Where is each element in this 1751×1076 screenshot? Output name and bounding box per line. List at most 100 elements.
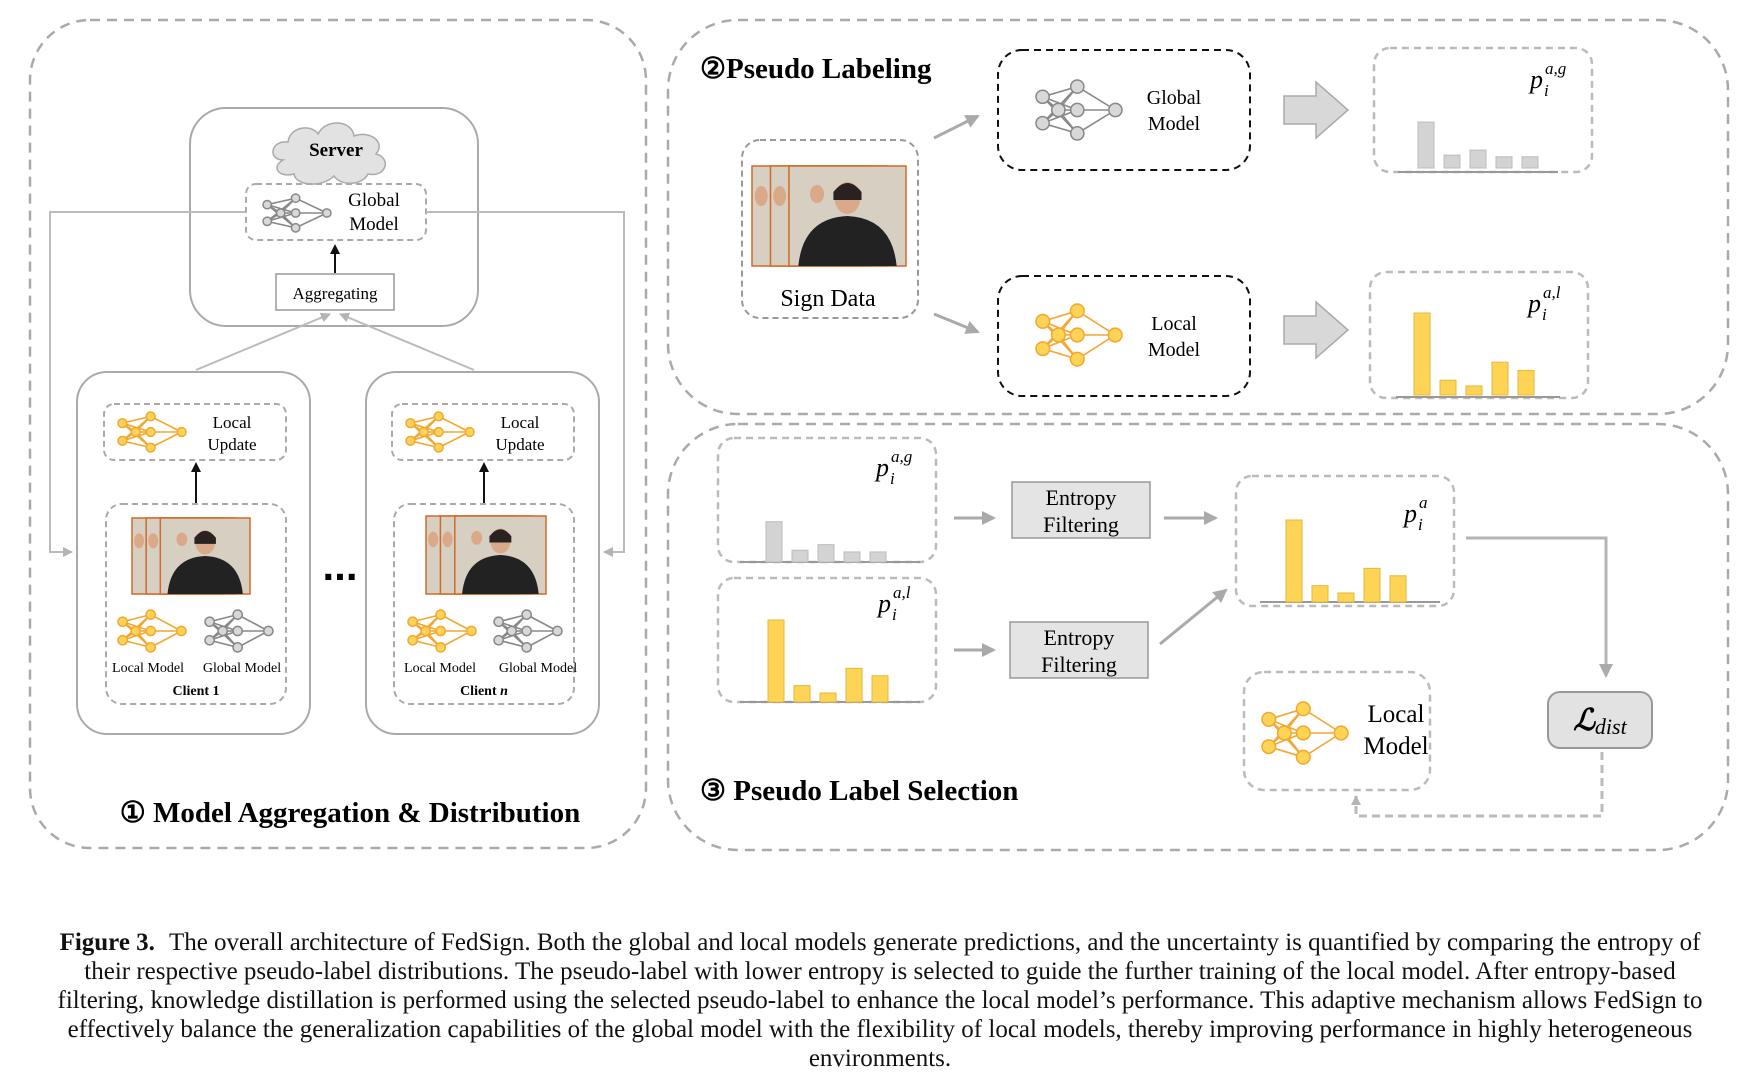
sign-data-box bbox=[741, 139, 919, 319]
prob-superscript: a,l bbox=[1543, 283, 1561, 302]
nn-node bbox=[1333, 725, 1349, 741]
figure-caption: Figure 3.The overall architecture of Fed… bbox=[40, 928, 1720, 1073]
dist-bar bbox=[1465, 385, 1483, 396]
prob-superscript: a,l bbox=[893, 583, 911, 602]
nn-edge bbox=[295, 197, 328, 214]
nn-node bbox=[493, 634, 504, 646]
nn-node bbox=[433, 411, 444, 422]
server-global-model-label-1: Global bbox=[348, 190, 400, 211]
nn-node bbox=[130, 426, 141, 438]
dist-bar bbox=[843, 551, 861, 563]
client-n-update-1: Local bbox=[501, 413, 540, 432]
client-1-update-1: Local bbox=[213, 413, 252, 432]
client-1-update-2: Update bbox=[207, 435, 256, 454]
nn-node bbox=[521, 625, 533, 637]
cloud-icon bbox=[272, 122, 386, 185]
nn-node bbox=[232, 609, 244, 620]
nn-node bbox=[1050, 327, 1066, 343]
prob-subscript: i bbox=[1542, 305, 1547, 324]
nn-node bbox=[1107, 327, 1123, 343]
dist-bar bbox=[1469, 149, 1487, 169]
nn-node bbox=[1261, 711, 1277, 727]
nn-node bbox=[263, 625, 274, 637]
block-arrow-icon bbox=[1283, 300, 1350, 360]
nn-node bbox=[521, 609, 533, 620]
dist-bar bbox=[1337, 592, 1355, 603]
dist-local-panel2 bbox=[1396, 312, 1560, 398]
panel-3-title: ③ Pseudo Label Selection bbox=[700, 775, 1018, 807]
signer-hand bbox=[134, 533, 145, 549]
nn-node bbox=[420, 625, 432, 637]
local-model-label-2: Model bbox=[1148, 339, 1201, 361]
aggregating-box bbox=[275, 273, 395, 311]
local-model-label-2: Model bbox=[1363, 733, 1428, 760]
nn-node bbox=[1295, 749, 1311, 765]
nn-node bbox=[130, 625, 142, 637]
sign-video-frames bbox=[751, 165, 907, 267]
local-model-icon bbox=[1261, 701, 1349, 765]
nn-node bbox=[262, 199, 273, 210]
nn-node bbox=[1035, 89, 1050, 105]
nn-node bbox=[464, 426, 475, 438]
block-arrow-icon bbox=[1283, 80, 1350, 140]
prob-symbol: p bbox=[1526, 289, 1541, 318]
dist-bar bbox=[1491, 361, 1509, 396]
nn-node bbox=[435, 642, 447, 653]
prob-superscript: a bbox=[1419, 493, 1428, 512]
local-model-label-1: Local bbox=[1368, 701, 1425, 728]
nn-node bbox=[117, 435, 128, 446]
nn-node bbox=[290, 208, 301, 218]
nn-node bbox=[145, 625, 157, 637]
nn-node bbox=[552, 625, 563, 637]
dist-bar bbox=[819, 692, 837, 703]
global-model-icon bbox=[493, 609, 563, 653]
prob-symbol: p bbox=[1528, 65, 1543, 94]
nn-node bbox=[1276, 725, 1292, 741]
ellipsis: ... bbox=[322, 542, 357, 589]
dist-bar bbox=[845, 667, 863, 703]
nn-edge bbox=[438, 431, 470, 449]
nn-node bbox=[204, 616, 215, 628]
nn-node bbox=[1035, 313, 1051, 329]
global-model-icon bbox=[1035, 79, 1123, 141]
sign-video-frames-client-n bbox=[425, 515, 547, 595]
nn-node bbox=[145, 411, 156, 422]
signer-hand bbox=[754, 186, 768, 206]
signer-hair bbox=[194, 530, 216, 544]
nn-node bbox=[1035, 341, 1051, 357]
dist-bar bbox=[1311, 585, 1329, 603]
nn-node bbox=[204, 634, 215, 646]
local-update-icon bbox=[117, 411, 187, 453]
sign-video-frames-client-1 bbox=[131, 517, 251, 595]
global-model-label-1: Global bbox=[1147, 87, 1202, 109]
nn-node bbox=[232, 625, 244, 637]
nn-node bbox=[176, 426, 187, 438]
nn-node bbox=[407, 616, 418, 628]
aggregating-label: Aggregating bbox=[293, 284, 378, 303]
dist-global-panel3 bbox=[740, 521, 920, 563]
local-model-label-1: Local bbox=[1151, 313, 1197, 335]
signer-hand bbox=[810, 185, 825, 203]
signer-hand bbox=[773, 186, 787, 206]
dist-bar bbox=[1389, 575, 1407, 603]
local-model-icon bbox=[1035, 303, 1123, 367]
local-model-icon bbox=[407, 609, 477, 653]
signer-hand bbox=[442, 531, 453, 548]
prob-subscript: i bbox=[892, 605, 897, 624]
server-box bbox=[189, 107, 479, 327]
local-update-icon bbox=[405, 411, 475, 453]
nn-node bbox=[117, 418, 128, 429]
signer-hand bbox=[176, 532, 188, 547]
nn-node bbox=[1295, 701, 1311, 717]
dist-bar bbox=[1439, 379, 1457, 396]
nn-node bbox=[435, 609, 447, 620]
global-model-icon bbox=[204, 609, 274, 653]
prob-symbol: p bbox=[1402, 499, 1417, 528]
neural-network-icon bbox=[262, 193, 332, 233]
nn-edge bbox=[440, 613, 472, 632]
nn-edge bbox=[1076, 109, 1116, 135]
nn-node bbox=[466, 625, 477, 637]
nn-node bbox=[1108, 102, 1123, 118]
